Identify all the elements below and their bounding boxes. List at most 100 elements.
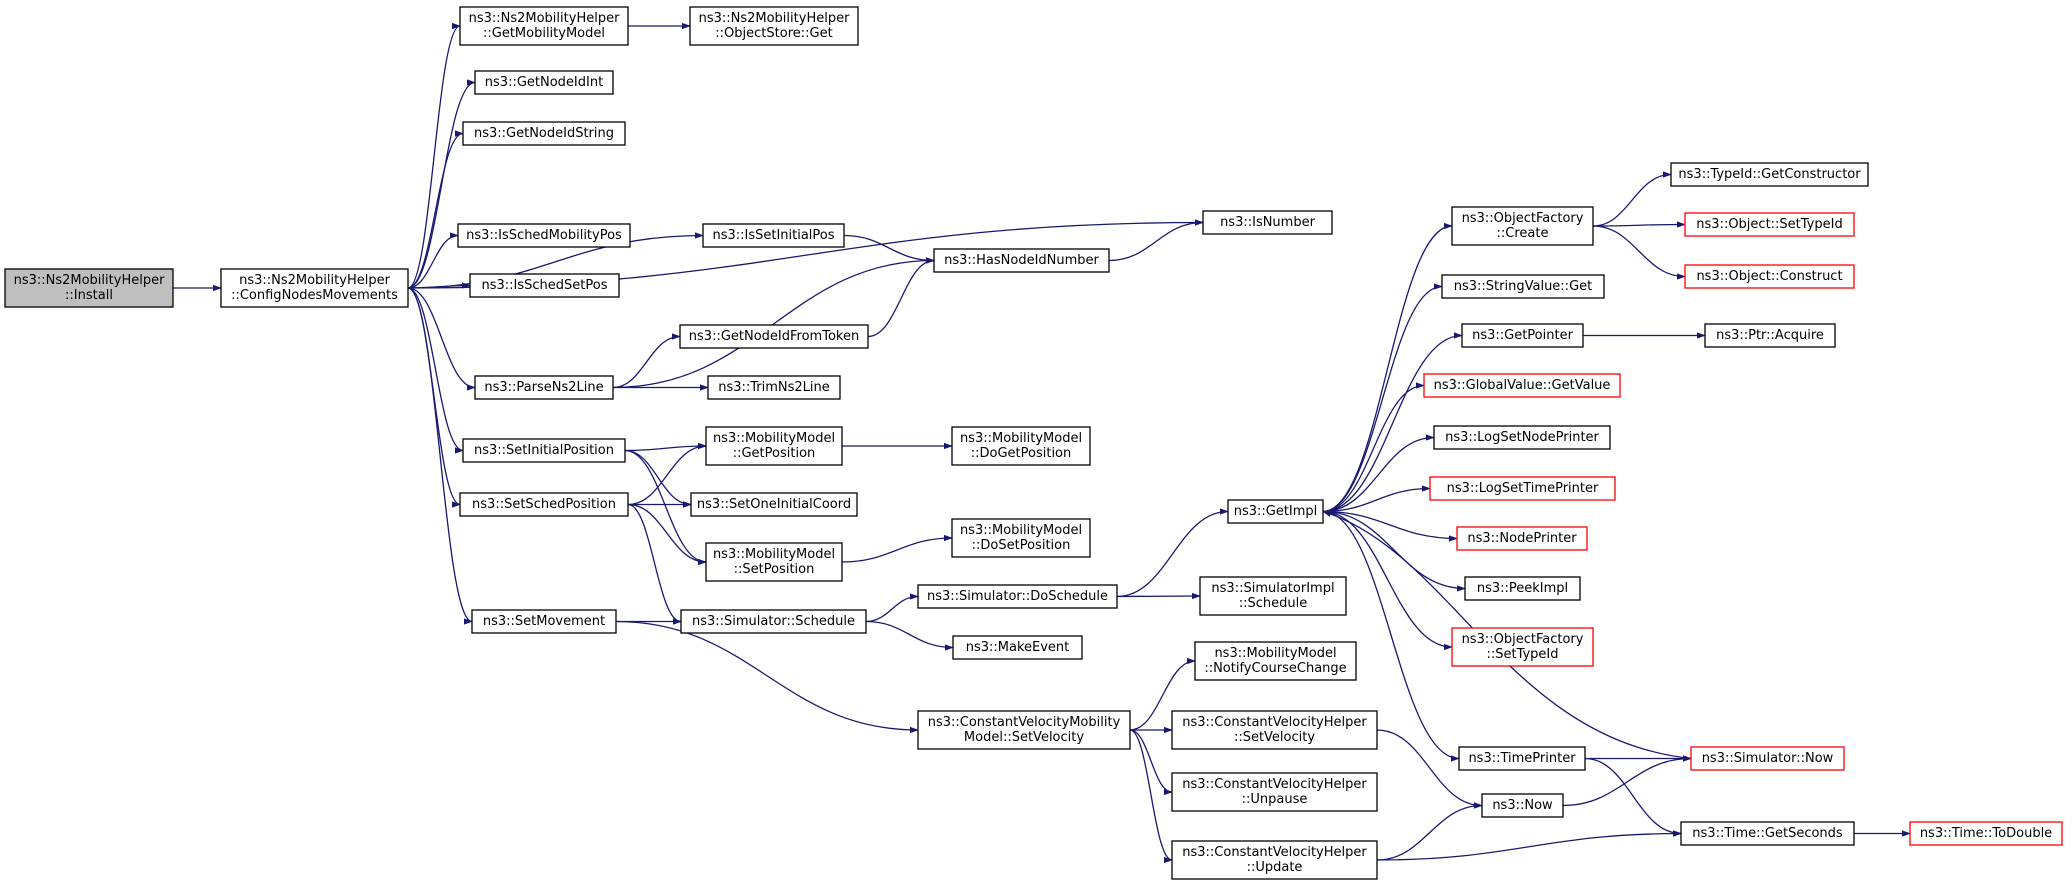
edge-hasnode-to-isnumber [1108,219,1204,262]
node-notify[interactable]: ns3::MobilityModel::NotifyCourseChange [1194,641,1357,681]
edge-arrow [1129,657,1196,731]
node-isnumber[interactable]: ns3::IsNumber [1202,210,1333,235]
edge-arrow [841,534,953,563]
node-dosetpos[interactable]: ns3::MobilityModel::DoSetPosition [951,518,1091,558]
node-box [1451,627,1594,667]
node-box [1909,821,2063,846]
node-objsettype[interactable]: ns3::Object::SetTypeId [1684,212,1855,237]
node-label: ns3::ConstantVelocityHelper [1182,845,1367,860]
node-box [1227,499,1324,524]
node-box [1670,162,1869,187]
node-simimpl[interactable]: ns3::SimulatorImpl::Schedule [1199,576,1347,616]
node-peekimpl[interactable]: ns3::PeekImpl [1464,576,1581,601]
edge-parse-to-getnodefromtoken [612,333,681,389]
node-cvhsetvel[interactable]: ns3::ConstantVelocityHelper::SetVelocity [1171,710,1378,750]
node-lognode[interactable]: ns3::LogSetNodePrinter [1433,425,1611,450]
node-logtime[interactable]: ns3::LogSetTimePrinter [1429,476,1616,501]
node-now[interactable]: ns3::Now [1481,793,1564,818]
edge-cvmsetvel-to-unpause [1129,729,1173,796]
node-getimpl[interactable]: ns3::GetImpl [1227,499,1324,524]
edge-arrow [1322,510,1466,592]
node-nodeprinter[interactable]: ns3::NodePrinter [1456,526,1588,551]
node-dogetpos[interactable]: ns3::MobilityModel::DoGetPosition [951,426,1091,466]
edge-getimpl-to-globalval [1322,382,1425,513]
node-doschedule[interactable]: ns3::Simulator::DoSchedule [917,584,1118,609]
node-objfsettype[interactable]: ns3::ObjectFactory::SetTypeId [1451,627,1594,667]
edge-objfcreate-to-objconstruct [1592,225,1686,280]
node-label: ns3::MakeEvent [966,640,1070,655]
node-timeprinter[interactable]: ns3::TimePrinter [1458,746,1586,771]
node-isschedmob[interactable]: ns3::IsSchedMobilityPos [457,223,631,248]
node-setoneinit[interactable]: ns3::SetOneInitialCoord [690,492,858,517]
node-getnodeidstring[interactable]: ns3::GetNodeIdString [462,121,626,146]
node-setinit[interactable]: ns3::SetInitialPosition [462,438,626,463]
node-box [705,542,843,582]
node-getpos[interactable]: ns3::MobilityModel::GetPosition [705,426,843,466]
edge-arrow [612,333,681,389]
node-trim[interactable]: ns3::TrimNs2Line [707,375,841,400]
node-schedule[interactable]: ns3::Simulator::Schedule [680,609,867,634]
node-label: ns3::SetMovement [483,614,605,629]
node-getpointer[interactable]: ns3::GetPointer [1461,323,1584,348]
node-objstore[interactable]: ns3::Ns2MobilityHelper::ObjectStore::Get [689,6,859,46]
edge-arrow [407,232,704,289]
edge-arrow [627,442,707,506]
node-cvmsetvel[interactable]: ns3::ConstantVelocityMobilityModel::SetV… [917,710,1131,750]
node-label: ns3::SetInitialPosition [474,443,614,458]
node-label: ns3::SetOneInitialCoord [697,497,851,512]
node-strget[interactable]: ns3::StringValue::Get [1441,274,1605,299]
node-unpause[interactable]: ns3::ConstantVelocityHelper::Unpause [1171,772,1378,812]
node-getseconds[interactable]: ns3::Time::GetSeconds [1680,821,1855,846]
edge-arrow [1322,283,1443,513]
node-update[interactable]: ns3::ConstantVelocityHelper::Update [1171,840,1378,880]
node-ptracquire[interactable]: ns3::Ptr::Acquire [1704,323,1836,348]
node-label: ::SetPosition [734,562,815,577]
node-getnodefromtoken[interactable]: ns3::GetNodeIdFromToken [679,324,869,349]
edge-arrow [407,287,464,454]
node-label: ns3::Object::Construct [1696,269,1842,284]
node-install: ns3::Ns2MobilityHelper::Install [4,268,174,308]
node-todouble[interactable]: ns3::Time::ToDouble [1909,821,2063,846]
edge-setpos-to-dosetpos [841,534,953,563]
node-issetinit[interactable]: ns3::IsSetInitialPos [702,223,845,248]
node-label: ns3::Ns2MobilityHelper [239,273,390,288]
node-label: ::GetPosition [733,446,816,461]
node-label: ns3::IsNumber [1220,215,1316,230]
node-box [917,710,1131,750]
edge-schedule-to-makeevent [865,620,954,651]
node-simnow[interactable]: ns3::Simulator::Now [1690,746,1845,771]
node-objfcreate[interactable]: ns3::ObjectFactory::Create [1451,206,1594,246]
node-box [457,223,631,248]
node-getctor[interactable]: ns3::TypeId::GetConstructor [1670,162,1869,187]
node-setsched[interactable]: ns3::SetSchedPosition [459,492,629,517]
node-box [1680,821,1855,846]
node-objconstruct[interactable]: ns3::Object::Construct [1684,264,1855,289]
node-getmob[interactable]: ns3::Ns2MobilityHelper::GetMobilityModel [459,6,629,46]
node-config[interactable]: ns3::Ns2MobilityHelper::ConfigNodesMovem… [220,268,409,308]
node-setmove[interactable]: ns3::SetMovement [471,609,617,634]
edge-parse-to-hasnode [612,257,935,389]
edge-arrow [1322,382,1425,513]
node-box [1481,793,1564,818]
edge-arrow [407,79,476,289]
edge-issetinit-to-hasnode [843,234,935,264]
node-getnodeidint[interactable]: ns3::GetNodeIdInt [474,70,614,95]
node-box [471,609,617,634]
node-label: ns3::MobilityModel [713,547,835,562]
node-setpos[interactable]: ns3::MobilityModel::SetPosition [705,542,843,582]
node-parse[interactable]: ns3::ParseNs2Line [474,375,614,400]
node-box [933,248,1110,273]
node-box [951,426,1091,466]
edge-arrow [843,234,935,264]
node-isschedset[interactable]: ns3::IsSchedSetPos [469,273,620,298]
node-box [679,324,869,349]
node-hasnode[interactable]: ns3::HasNodeIdNumber [933,248,1110,273]
node-label: ::SetTypeId [1486,647,1558,662]
node-label: ::Create [1497,226,1549,241]
edge-config-to-parse [407,287,476,391]
node-label: ns3::PeekImpl [1477,581,1568,596]
node-globalval[interactable]: ns3::GlobalValue::GetValue [1423,373,1621,398]
edge-arrow [407,232,459,289]
node-makeevent[interactable]: ns3::MakeEvent [952,635,1083,660]
